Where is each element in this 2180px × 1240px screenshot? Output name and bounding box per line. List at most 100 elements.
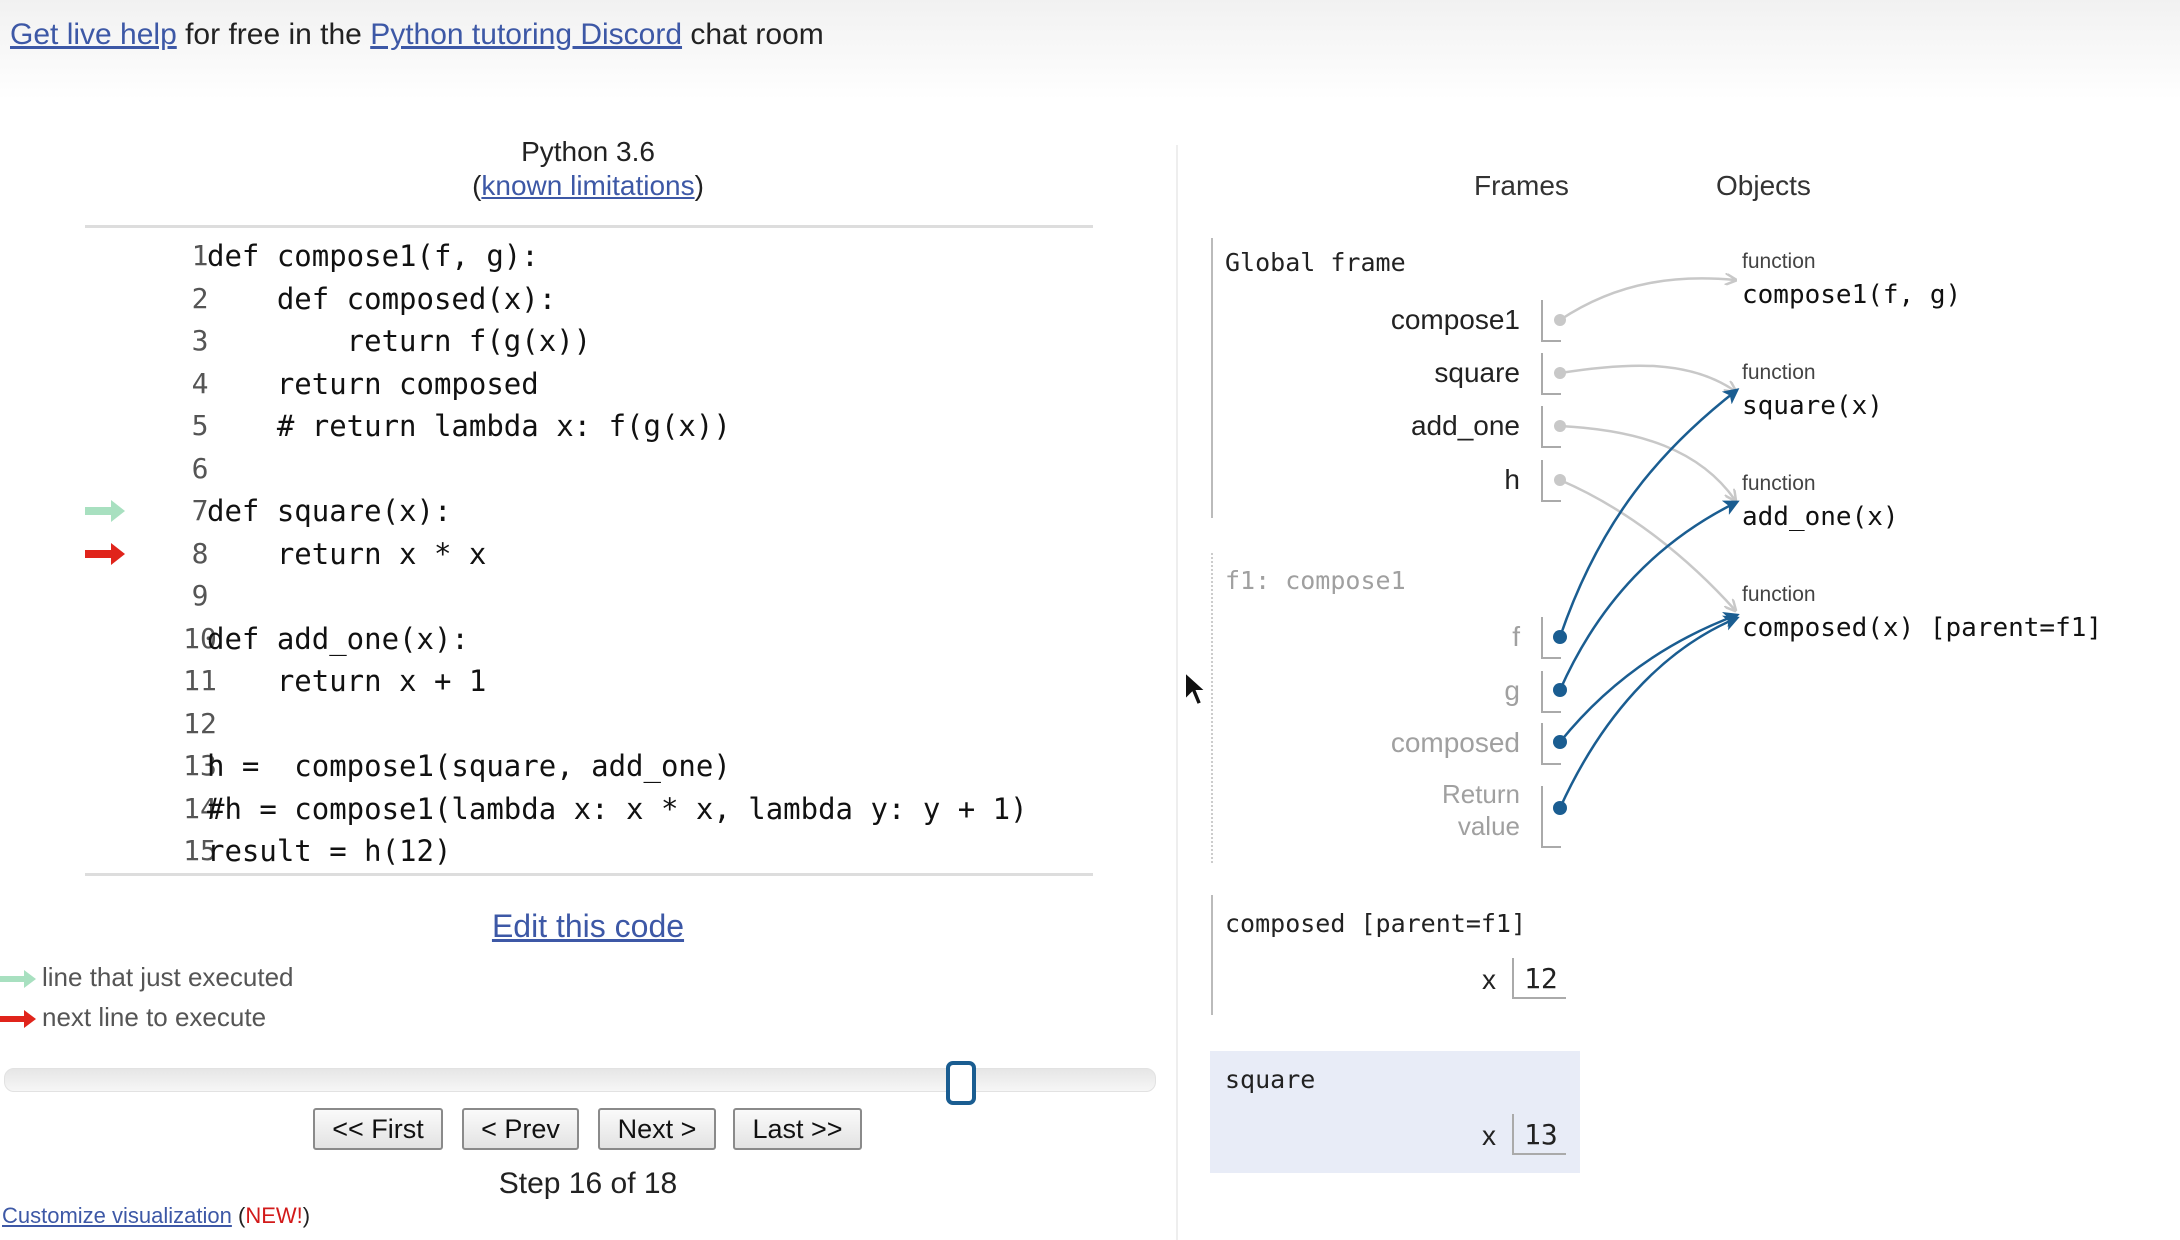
object-kind-add-one: function <box>1742 472 1816 495</box>
known-limitations-link[interactable]: known limitations <box>481 170 695 201</box>
code-top-rule <box>85 225 1093 228</box>
ptr-add-one <box>1559 424 1735 500</box>
line-number: 3 <box>191 324 209 357</box>
line-number: 7 <box>191 494 209 527</box>
known-limitations: (known limitations) <box>0 170 1176 202</box>
line-number: 10 <box>183 621 217 655</box>
red-arrow-icon <box>0 1010 36 1029</box>
next-button[interactable]: Next > <box>598 1108 716 1150</box>
square-frame <box>1210 1051 1580 1173</box>
global-frame-title: Global frame <box>1225 248 1406 277</box>
legend-executed-label: line that just executed <box>42 962 294 992</box>
line-number: 15 <box>183 834 217 867</box>
code-line: 14#h = compose1(lambda x: x * x, lambda … <box>85 789 1095 832</box>
green-arrow-icon <box>0 970 36 989</box>
code-text: return composed <box>207 366 539 401</box>
customize-link[interactable]: Customize visualization <box>2 1203 232 1228</box>
f1-var-composed: composed <box>1390 727 1520 758</box>
square-frame-title: square <box>1225 1065 1316 1094</box>
line-number: 11 <box>183 664 217 697</box>
live-help-link[interactable]: Get live help <box>10 18 177 51</box>
code-line: 6 <box>85 449 1095 492</box>
line-number: 13 <box>183 749 217 782</box>
global-var-compose1: compose1 <box>1390 304 1520 335</box>
f1-var-g: g <box>1504 675 1520 706</box>
line-number: 14 <box>183 791 217 825</box>
line-number: 5 <box>191 409 209 442</box>
code-text: def composed(x): <box>207 281 557 316</box>
paren-open: ( <box>472 170 482 201</box>
last-button[interactable]: Last >> <box>733 1108 862 1150</box>
line-number: 8 <box>191 536 209 570</box>
code-text: result = h(12) <box>207 834 452 868</box>
new-paren-open: ( <box>231 1203 246 1228</box>
step-slider-handle[interactable] <box>945 1061 976 1105</box>
executed-line-arrow-icon <box>85 500 125 522</box>
paren-close: ) <box>694 170 704 201</box>
object-add-one: add_one(x) <box>1742 502 1899 532</box>
banner-tail-text: chat room <box>682 18 824 51</box>
legend-next: next line to execute <box>0 1002 266 1033</box>
legend-next-label: next line to execute <box>42 1002 267 1032</box>
square-var-x: x <box>1482 1120 1496 1151</box>
language-label: Python 3.6 <box>521 136 655 167</box>
global-ptr-box-h <box>1541 460 1561 502</box>
global-ptr-box-add-one <box>1541 406 1561 448</box>
code-line: 12 <box>85 704 1095 747</box>
objects-header: Objects <box>1716 170 1811 201</box>
global-frame-bar <box>1211 238 1213 518</box>
help-banner: Get live help for free in the Python tut… <box>0 0 2180 100</box>
global-ptr-box-compose1 <box>1541 300 1561 342</box>
next-line-arrow-icon <box>85 542 125 565</box>
object-compose1: compose1(f, g) <box>1742 280 1962 310</box>
object-kind-square: function <box>1742 361 1816 384</box>
line-number: 12 <box>183 706 217 740</box>
f1-frame-title: f1: compose1 <box>1225 566 1406 595</box>
code-text: def compose1(f, g): <box>207 239 539 273</box>
f1-ptr-box-return <box>1541 786 1561 848</box>
legend-executed: line that just executed <box>0 962 294 993</box>
code-text: return x + 1 <box>207 664 487 698</box>
code-text: return x * x <box>207 536 487 571</box>
global-var-square: square <box>1434 357 1520 388</box>
code-line: 8 return x * x <box>85 534 1095 577</box>
ptr-square <box>1559 364 1735 391</box>
composed-var-x: x <box>1482 964 1496 995</box>
customize-row: Customize visualization (NEW!) <box>2 1203 310 1229</box>
new-paren-close: ) <box>302 1203 311 1228</box>
f1-ptr-box-f <box>1541 617 1561 659</box>
f1-return-label-2: value <box>1457 811 1520 841</box>
first-button[interactable]: << First <box>313 1108 443 1150</box>
line-number: 1 <box>191 239 209 272</box>
f1-var-f: f <box>1512 621 1520 652</box>
code-line: 9 <box>85 576 1095 619</box>
f1-frame-bar <box>1211 553 1215 863</box>
composed-frame-bar <box>1211 895 1213 1015</box>
code-text: #h = compose1(lambda x: x * x, lambda y:… <box>207 791 1028 826</box>
composed-x-value: 12 <box>1512 958 1566 999</box>
line-number: 4 <box>191 366 209 400</box>
code-text: return f(g(x)) <box>207 324 592 358</box>
prev-button[interactable]: < Prev <box>462 1108 579 1150</box>
square-x-value: 13 <box>1512 1114 1566 1155</box>
code-text: h = compose1(square, add_one) <box>207 749 731 783</box>
frames-header: Frames <box>1474 170 1569 201</box>
code-bottom-rule <box>85 873 1093 876</box>
line-number: 2 <box>191 281 209 315</box>
edit-code-link[interactable]: Edit this code <box>491 908 685 944</box>
code-line: 2 def composed(x): <box>85 279 1095 322</box>
object-square: square(x) <box>1742 391 1883 421</box>
line-number: 6 <box>191 451 209 485</box>
discord-link[interactable]: Python tutoring Discord <box>370 18 683 51</box>
new-badge: NEW! <box>245 1203 303 1228</box>
object-kind-compose1: function <box>1742 250 1816 273</box>
global-var-add-one: add_one <box>1410 410 1520 441</box>
ptr-f <box>1558 388 1740 638</box>
